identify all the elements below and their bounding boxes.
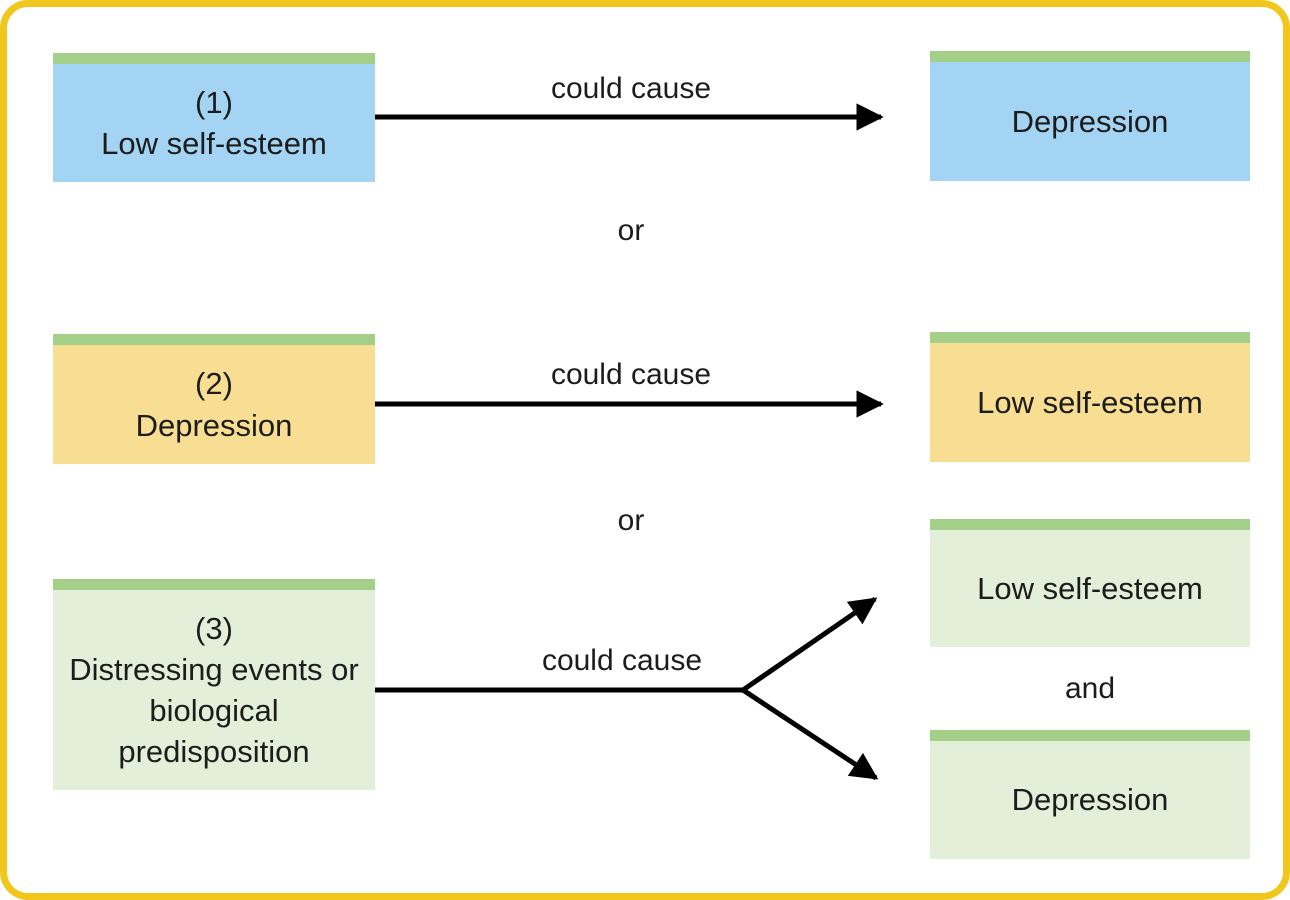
cause-box-3-label: Distressing events or biological predisp… xyxy=(69,651,359,770)
or-separator-2: or xyxy=(617,504,645,537)
effect-box-2: Low self-esteem xyxy=(930,332,1250,462)
cause-box-2: (2) Depression xyxy=(53,334,375,464)
cause-box-3-number: (3) xyxy=(195,610,233,646)
effect-box-2-label: Low self-esteem xyxy=(977,384,1203,420)
and-joiner: and xyxy=(1064,672,1116,705)
arrow-row3-branch-down xyxy=(741,687,879,781)
effect-box-1: Depression xyxy=(930,51,1250,181)
cause-box-1: (1) Low self-esteem xyxy=(53,53,375,182)
cause-box-1-label: Low self-esteem xyxy=(101,126,327,161)
connector-label-1: could cause xyxy=(550,72,712,105)
effect-box-3b: Depression xyxy=(930,730,1250,859)
cause-box-1-number: (1) xyxy=(195,84,233,120)
effect-box-3a-label: Low self-esteem xyxy=(977,570,1203,606)
effect-box-3a: Low self-esteem xyxy=(930,519,1250,647)
effect-box-1-label: Depression xyxy=(1011,103,1169,139)
connector-label-3: could cause xyxy=(541,644,703,677)
or-separator-1: or xyxy=(617,214,645,247)
cause-box-3: (3) Distressing events or biological pre… xyxy=(53,579,375,790)
cause-box-2-number: (2) xyxy=(195,366,233,402)
cause-box-2-label: Depression xyxy=(135,407,293,443)
connector-label-2: could cause xyxy=(550,358,712,391)
effect-box-3b-label: Depression xyxy=(1011,782,1169,818)
